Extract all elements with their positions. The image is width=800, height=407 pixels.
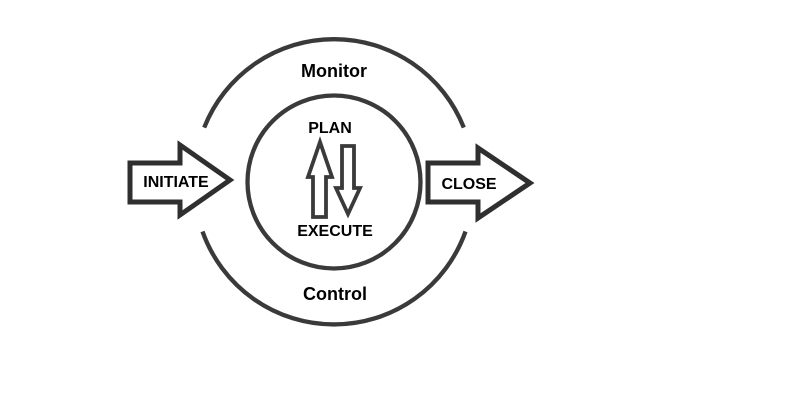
initiate-arrow-shape — [127, 140, 235, 220]
outer-cycle-bottom-arc — [200, 230, 468, 327]
monitor-label: Monitor — [301, 61, 367, 81]
down-arrow-icon — [333, 144, 363, 219]
initiate-label: INITIATE — [143, 174, 209, 191]
close-label: CLOSE — [441, 176, 496, 193]
close-arrow-shape — [425, 143, 535, 223]
outer-cycle-top-arc — [202, 37, 466, 129]
inner-circle — [245, 93, 423, 271]
execute-label: EXECUTE — [297, 223, 373, 240]
control-label: Control — [303, 284, 367, 304]
up-arrow-icon — [305, 136, 335, 219]
plan-label: PLAN — [308, 120, 352, 137]
